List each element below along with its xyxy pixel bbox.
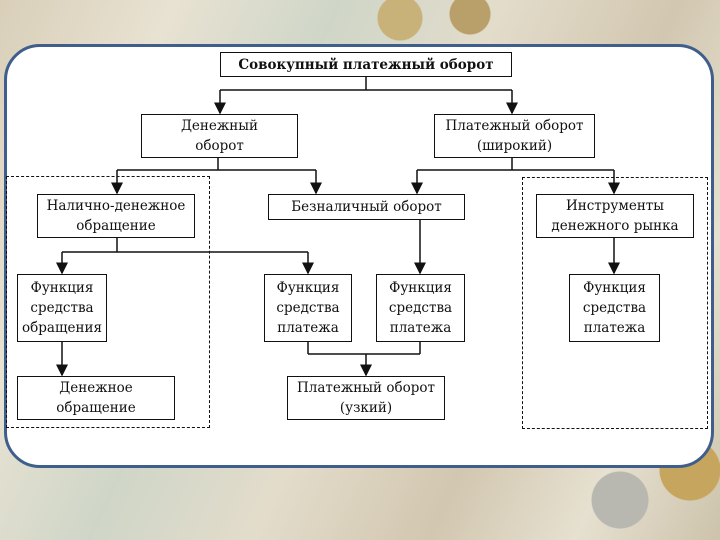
function-payment-1-box: Функция средства платежа — [264, 274, 352, 342]
money-circulation-box: Денежное обращение — [17, 376, 175, 420]
cash-group-dashed-frame — [6, 176, 210, 428]
cash-circulation-box: Налично-денежное обращение — [37, 194, 195, 238]
money-market-instruments-box: Инструменты денежного рынка — [536, 194, 694, 238]
function-payment-2-box: Функция средства платежа — [376, 274, 465, 342]
payment-turnover-narrow-box: Платежный оборот (узкий) — [287, 376, 445, 420]
payment-turnover-wide-box: Платежный оборот (широкий) — [434, 114, 595, 158]
money-turnover-box: Денежный оборот — [141, 114, 298, 158]
non-cash-turnover-box: Безналичный оборот — [268, 194, 465, 220]
function-payment-3-box: Функция средства платежа — [569, 274, 660, 342]
function-circulation-box: Функция средства обращения — [17, 274, 107, 342]
market-group-dashed-frame — [522, 177, 708, 429]
root-total-payment-turnover: Совокупный платежный оборот — [220, 52, 512, 77]
